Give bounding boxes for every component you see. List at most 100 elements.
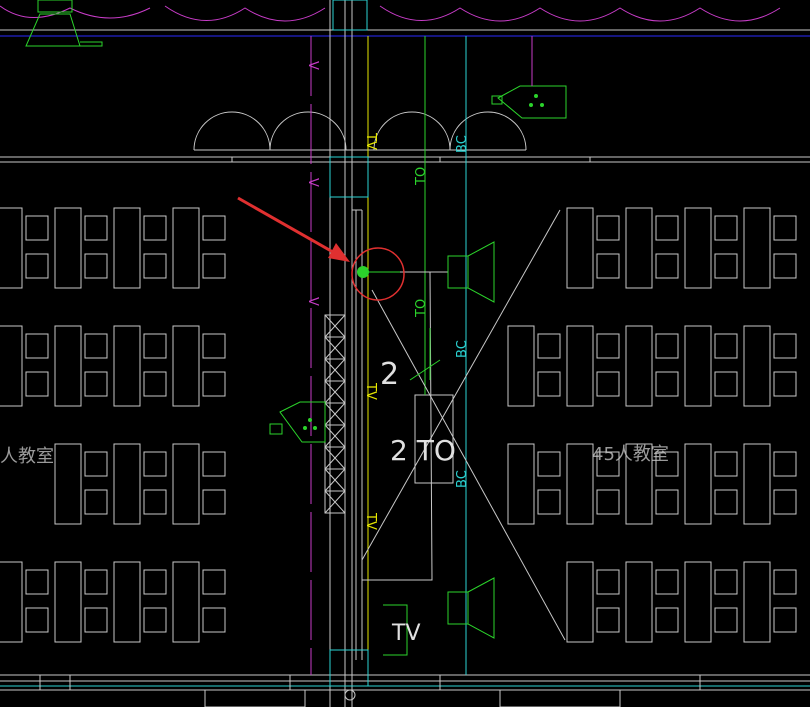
to-equipment-label: 2 TO: [390, 434, 456, 467]
chair: [537, 489, 561, 515]
cable-tag-to-1: TO: [414, 167, 429, 186]
desk: [0, 325, 23, 407]
chair: [714, 333, 738, 359]
desk-grid-left: [0, 207, 226, 643]
svg-text:V: V: [305, 178, 320, 187]
chair: [25, 253, 49, 279]
cable-tag-tv-3: TV: [363, 512, 378, 530]
chair: [714, 215, 738, 241]
desk: [743, 561, 771, 643]
chair: [773, 333, 797, 359]
chair: [596, 253, 620, 279]
chair: [143, 489, 167, 515]
desk: [172, 207, 200, 289]
desk: [0, 561, 23, 643]
chair: [202, 489, 226, 515]
chair: [714, 489, 738, 515]
chair: [655, 215, 679, 241]
red-highlight-circle-icon: [351, 247, 405, 301]
desk: [566, 561, 594, 643]
chair: [25, 569, 49, 595]
chair: [655, 333, 679, 359]
chair: [84, 489, 108, 515]
desk: [54, 561, 82, 643]
number-label: 2: [380, 357, 399, 392]
chair: [714, 607, 738, 633]
magenta-conduit: V V V: [305, 36, 320, 675]
chair: [25, 371, 49, 397]
chair: [655, 569, 679, 595]
top-lamp-icon: [25, 0, 103, 47]
chair: [537, 451, 561, 477]
chair: [202, 215, 226, 241]
desk: [625, 443, 653, 525]
desk: [743, 443, 771, 525]
chair: [655, 253, 679, 279]
desk: [566, 325, 594, 407]
chair: [596, 451, 620, 477]
desk: [54, 325, 82, 407]
projector-icon-left: [269, 401, 326, 443]
yellow-cable: TV TV TV: [363, 36, 378, 650]
projector-wiring: [361, 209, 566, 641]
chair: [84, 607, 108, 633]
chair: [143, 451, 167, 477]
junction-box-top: [329, 0, 369, 198]
desk: [743, 325, 771, 407]
chair: [202, 607, 226, 633]
green-to-cable: TO TO: [414, 36, 429, 395]
room-label-left: 人教室: [0, 446, 54, 467]
cable-tag-tv-1: TV: [363, 132, 378, 150]
desk: [113, 325, 141, 407]
desk: [684, 443, 712, 525]
desk: [172, 443, 200, 525]
chair: [714, 451, 738, 477]
chair: [655, 489, 679, 515]
chair: [655, 451, 679, 477]
chair: [143, 215, 167, 241]
tv-symbol: TV: [383, 604, 421, 656]
chair: [202, 451, 226, 477]
chair: [537, 371, 561, 397]
desk: [172, 325, 200, 407]
chair: [25, 215, 49, 241]
projector-icon-top: [491, 36, 567, 119]
cable-tag-to-2: TO: [414, 299, 429, 318]
chair: [714, 371, 738, 397]
tv-label: TV: [391, 621, 421, 646]
chair: [143, 253, 167, 279]
svg-text:V: V: [305, 297, 320, 306]
chair: [655, 607, 679, 633]
desk: [54, 443, 82, 525]
chair: [773, 371, 797, 397]
bottom-border: [0, 674, 810, 707]
desk: [684, 325, 712, 407]
chair: [84, 451, 108, 477]
room-label-right: 45人教室: [592, 444, 669, 465]
chair: [84, 371, 108, 397]
chair: [773, 215, 797, 241]
chair: [84, 569, 108, 595]
cable-tag-bc-3: BC: [455, 470, 470, 488]
svg-text:V: V: [305, 61, 320, 70]
chair: [25, 333, 49, 359]
chair: [773, 451, 797, 477]
chair: [202, 333, 226, 359]
chair: [143, 569, 167, 595]
cyan-bc-cable: BC BC BC: [455, 36, 470, 675]
chair: [84, 215, 108, 241]
desk: [743, 207, 771, 289]
desk: [625, 561, 653, 643]
door-arcs: [0, 111, 810, 163]
chair: [537, 333, 561, 359]
chair: [202, 253, 226, 279]
chair: [84, 253, 108, 279]
top-border: [0, 5, 810, 37]
desk: [684, 561, 712, 643]
chair: [143, 333, 167, 359]
desk: [172, 561, 200, 643]
hatched-riser: [324, 314, 346, 514]
outlet-point[interactable]: [357, 266, 400, 278]
